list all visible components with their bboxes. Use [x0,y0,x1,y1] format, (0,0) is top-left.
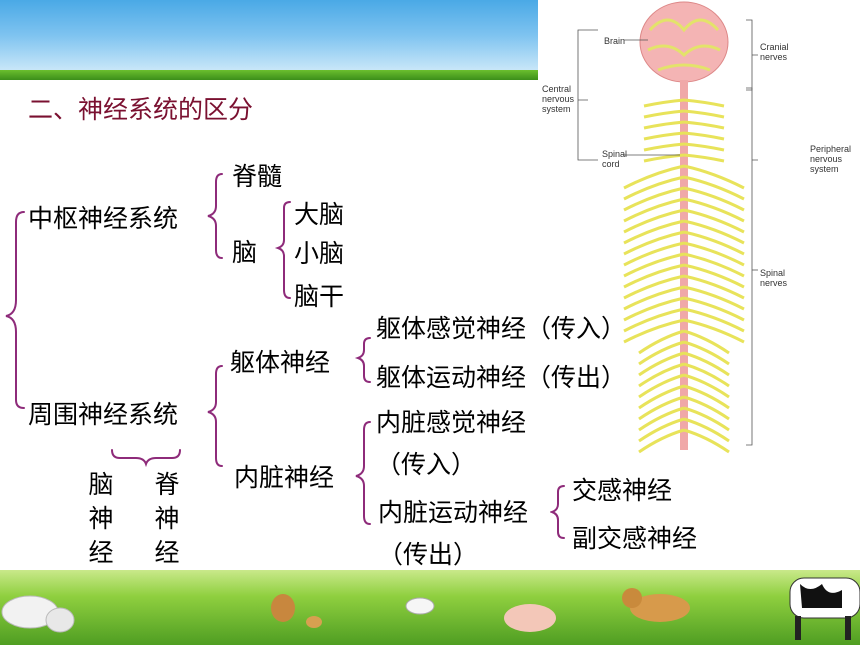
nerve-branch [683,208,745,234]
nerve-branch [683,230,745,256]
nerve-branch [623,252,685,278]
cerebrum-label: 大脑 [294,200,345,229]
nerve-branch [683,131,725,141]
cns-label: 中枢神经系统 [28,204,179,233]
nerve-branch [643,109,685,119]
nerve-branch [623,307,685,333]
nerve-branch [683,153,725,163]
visceral-motor-direction: （传出） [378,540,479,569]
nerve-branch [683,186,745,212]
brainstem-label: 脑干 [294,282,345,311]
nerve-branch [683,351,730,377]
parasympathetic-label: 副交感神经 [572,524,698,553]
nerve-branch [643,120,685,130]
visceral-sensory-label: 内脏感觉神经 [376,408,527,437]
nerve-branch [623,241,685,267]
chicken-icon [271,594,322,628]
nerve-branch [683,197,745,223]
nerve-branch [623,318,685,344]
nerve-branch [638,428,685,454]
nerve-branch [683,285,745,311]
nerve-branch [623,285,685,311]
nerve-branch [623,164,685,190]
nerve-branch [623,219,685,245]
grass-strip [0,70,860,80]
nerve-branch [683,307,745,333]
nerve-branch [638,395,685,421]
nerve-branch [683,263,745,289]
nerve-branch [643,131,685,141]
nerve-branch [623,230,685,256]
cranial-nerves-label: 脑神经 [88,470,114,567]
nerve-branch [683,109,725,119]
nerve-branch [638,384,685,410]
nerve-branch [683,395,730,421]
sympathetic-label: 交感神经 [572,476,673,505]
nerve-branch [683,252,745,278]
goat-icon [405,597,435,615]
nerve-branch [683,142,725,152]
somatic-nerve-label: 躯体神经 [230,348,331,377]
nerve-branch [623,263,685,289]
somatic-sensory-label: 躯体感觉神经（传入） [376,314,627,343]
visceral-sensory-direction: （传入） [376,450,477,479]
nerve-branch [683,417,730,443]
nerve-branch [643,98,685,108]
nerve-branch [638,362,685,388]
nerve-branch [683,406,730,432]
cerebellum-label: 小脑 [294,239,345,268]
nerve-branch [638,329,685,355]
visceral-motor-label: 内脏运动神经 [378,498,529,527]
nerve-branch [638,351,685,377]
nerve-branch [683,340,730,366]
visceral-nerve-label: 内脏神经 [234,463,335,492]
nerve-branch [683,318,745,344]
brain-label: 脑 [232,238,258,267]
pig-icon [504,604,556,632]
nerve-branch [623,274,685,300]
nerve-branch [638,373,685,399]
nerve-branch [683,120,725,130]
nerve-branch [638,417,685,443]
nerve-branch [623,186,685,212]
nerve-branch [643,153,685,163]
nerve-branch [623,208,685,234]
figure-label-brain: Brain [604,36,625,46]
nerve-branch [623,197,685,223]
nerve-branch [683,329,730,355]
spinal-nerves-label: 脊神经 [154,470,180,567]
nerve-branch [683,98,725,108]
nerve-branch [683,175,745,201]
nerve-branch [683,428,730,454]
nerve-branch [623,296,685,322]
nerve-branch [643,142,685,152]
somatic-motor-label: 躯体运动神经（传出） [376,363,627,392]
nerve-branch [683,384,730,410]
page-title: 二、神经系统的区分 [28,95,254,124]
pns-label: 周围神经系统 [28,400,179,429]
nerve-branch [683,362,730,388]
dog-icon [622,588,690,622]
nerve-branch [683,274,745,300]
nerve-branch [683,296,745,322]
nerve-branch [683,219,745,245]
nerve-branch [683,164,745,190]
nerve-branch [683,241,745,267]
nerve-branch [638,340,685,366]
pasture-footer [0,570,860,645]
cow-icon [789,577,860,640]
sheep-icon [1,595,75,633]
nerve-branch [683,373,730,399]
nerve-branch [623,175,685,201]
nerve-branch [638,406,685,432]
spinal-cord-label: 脊髓 [232,162,283,191]
